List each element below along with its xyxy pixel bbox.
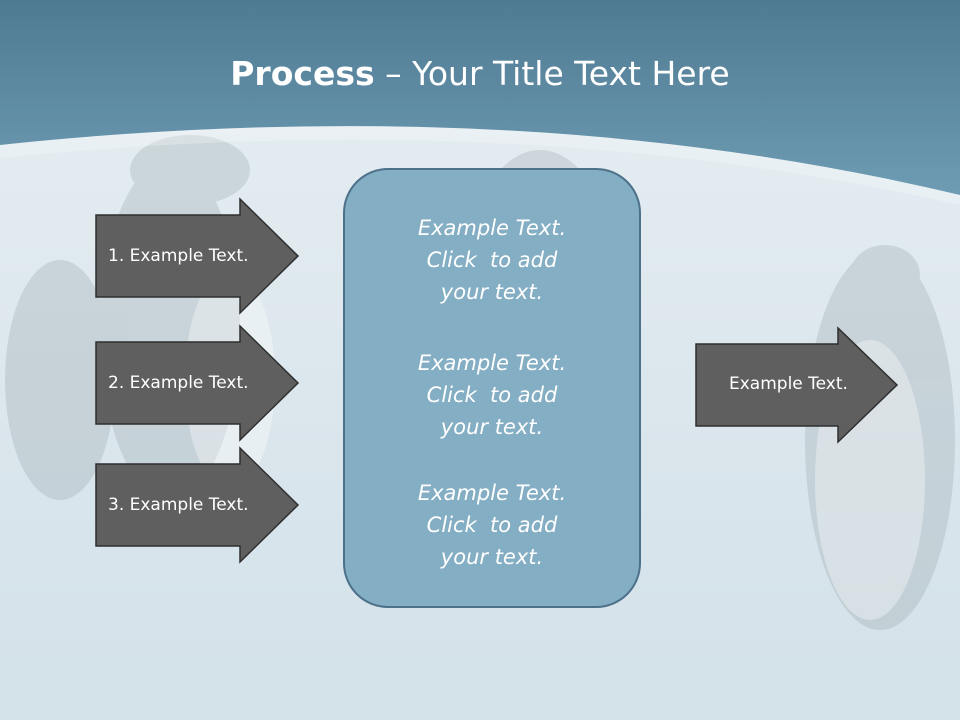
center-line: Example Text.	[417, 351, 567, 375]
center-line: your text.	[440, 545, 544, 569]
slide-title[interactable]: Process – Your Title Text Here	[0, 52, 960, 96]
center-line: your text.	[440, 280, 544, 304]
title-bold: Process	[230, 54, 375, 93]
header-band	[0, 0, 960, 195]
center-line: Click to add	[426, 383, 558, 407]
header-highlight	[0, 126, 960, 205]
arrow-shape-1	[95, 197, 300, 315]
center-box	[343, 168, 641, 608]
center-line: Click to add	[426, 513, 558, 537]
center-text-block-1[interactable]: Example Text. Click to add your text.	[344, 212, 640, 308]
right-arrow-label[interactable]: Example Text.	[729, 374, 848, 394]
center-line: your text.	[440, 415, 544, 439]
arrow-label-3[interactable]: 3. Example Text.	[108, 495, 249, 515]
arrow-shape-right	[695, 326, 899, 444]
center-text-block-3[interactable]: Example Text. Click to add your text.	[344, 477, 640, 573]
center-line: Example Text.	[417, 216, 567, 240]
center-line: Click to add	[426, 248, 558, 272]
center-text-block-2[interactable]: Example Text. Click to add your text.	[344, 347, 640, 443]
title-rest: – Your Title Text Here	[374, 54, 730, 93]
center-line: Example Text.	[417, 481, 567, 505]
arrow-label-2[interactable]: 2. Example Text.	[108, 373, 249, 393]
arrow-label-1[interactable]: 1. Example Text.	[108, 246, 249, 266]
arrow-shape-3	[95, 446, 300, 564]
arrow-shape-2	[95, 324, 300, 442]
